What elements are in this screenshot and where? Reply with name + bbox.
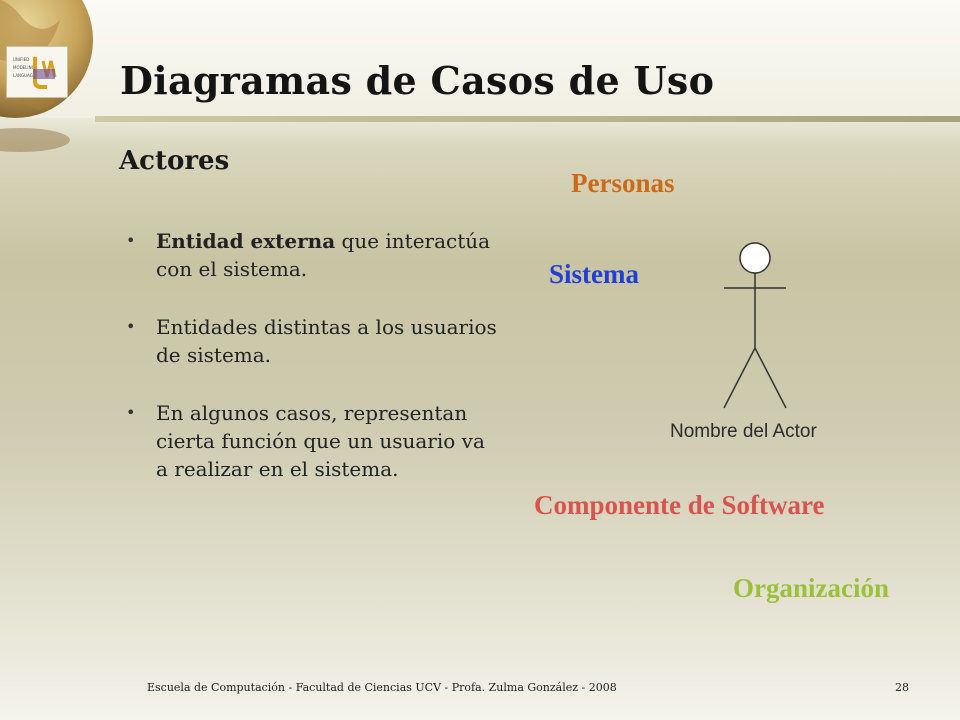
header-band	[0, 0, 960, 118]
bullet-list: • Entidad externa que interactúa con el …	[118, 227, 498, 513]
bullet-text: que interactúa con el sistema.	[156, 229, 491, 281]
bullet-emphasis: Entidad externa	[156, 229, 336, 253]
actor-type-sistema: Sistema	[549, 259, 639, 289]
bullet-text: Entidades distintas a los usuarios de si…	[156, 315, 497, 367]
actor-type-personas: Personas	[571, 168, 675, 198]
bullet-marker: •	[126, 231, 136, 250]
slide-title: Diagramas de Casos de Uso	[120, 58, 715, 103]
stick-figure-actor-icon	[723, 242, 787, 409]
page-number: 28	[895, 681, 909, 694]
bullet-text: En algunos casos, representan cierta fun…	[156, 401, 485, 481]
bullet-item: • En algunos casos, representan cierta f…	[118, 399, 498, 483]
header-divider	[95, 116, 960, 122]
actor-type-organizacion: Organización	[733, 573, 889, 603]
bullet-marker: •	[126, 403, 136, 422]
bullet-item: • Entidad externa que interactúa con el …	[118, 227, 498, 283]
svg-text:UNIFIED: UNIFIED	[13, 57, 29, 62]
uml-logo-icon: UNIFIED MODELING LANGUAGE	[6, 46, 68, 98]
bullet-item: • Entidades distintas a los usuarios de …	[118, 313, 498, 369]
svg-text:MODELING: MODELING	[13, 65, 35, 70]
bullet-marker: •	[126, 317, 136, 336]
actor-caption: Nombre del Actor	[670, 421, 817, 442]
actor-type-componente: Componente de Software	[534, 490, 825, 520]
svg-text:LANGUAGE: LANGUAGE	[13, 73, 36, 78]
section-heading: Actores	[119, 146, 230, 176]
footer-text: Escuela de Computación - Facultad de Cie…	[147, 681, 617, 694]
